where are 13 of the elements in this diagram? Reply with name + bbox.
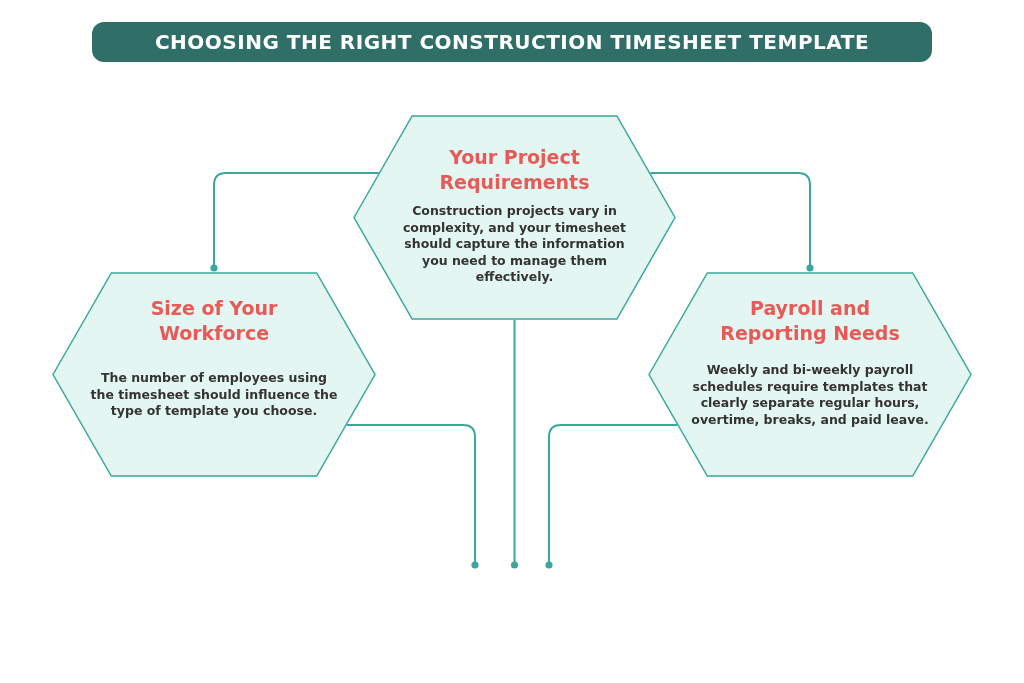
connector-line [649,172,814,272]
connector-line [210,172,380,272]
node-description: The number of employees using the timesheet should influence the type of template you choose. [90,370,338,420]
node-description: Weekly and bi-weekly payroll schedules require templates that clearly separate regular hours, overtime, breaks, and paid leave. [690,362,930,428]
node-heading: Payroll and Reporting Needs [719,296,901,346]
node-heading: Your Project Requirements [438,145,591,195]
node-description: Construction projects vary in complexity, and your timesheet should capture the information you need to manage them effectively. [401,203,628,286]
hexagon-node [353,115,676,320]
hexagon-node [648,272,972,477]
connector-line [510,319,519,569]
hexagon-node [52,272,376,477]
node-heading: Size of Your Workforce [149,296,279,346]
title-banner: CHOOSING THE RIGHT CONSTRUCTION TIMESHEET TEMPLATE [92,22,932,62]
